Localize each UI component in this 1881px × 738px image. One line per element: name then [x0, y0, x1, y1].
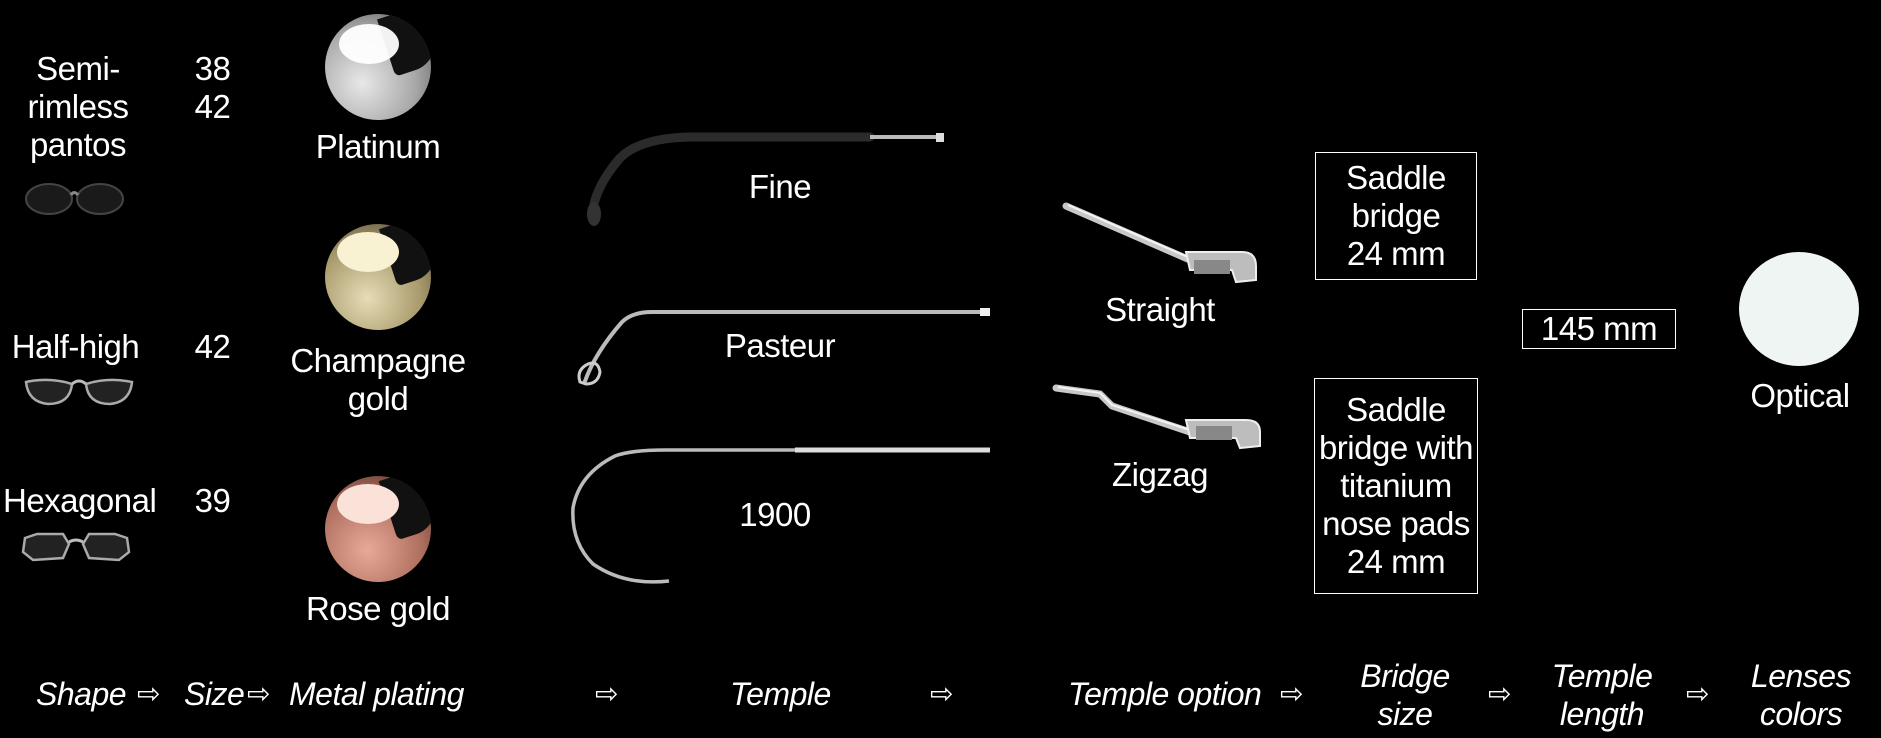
temple-label-pasteur: Pasteur	[724, 327, 836, 364]
shape-label-hexagonal: Hexagonal	[3, 482, 157, 519]
rose-gold-swatch	[325, 476, 431, 582]
plating-label-champagne-gold: Champagne gold	[290, 342, 466, 417]
plating-label-rose-gold: Rose gold	[305, 590, 451, 627]
size-values-pantos: 38 42	[194, 50, 231, 125]
step-bridge-size: Bridge size	[1360, 658, 1450, 732]
temple-label-fine: Fine	[748, 168, 812, 205]
shape-label-pantos: Semi- rimless pantos	[27, 50, 130, 163]
hexagonal-glasses-icon	[21, 532, 131, 562]
step-lenses-colors: Lenses colors	[1750, 658, 1852, 732]
arrow-icon: ⇨	[1280, 678, 1304, 709]
round-glasses-icon	[25, 183, 124, 215]
optical-lens-swatch	[1739, 252, 1859, 366]
arrow-icon: ⇨	[930, 678, 954, 709]
pasteur-temple-image	[577, 308, 990, 386]
bridge-box-saddle: Saddle bridge 24 mm	[1315, 152, 1477, 280]
arrow-icon: ⇨	[1686, 678, 1710, 709]
option-label-zigzag: Zigzag	[1111, 456, 1209, 493]
fine-temple-image	[587, 132, 944, 226]
arrow-icon: ⇨	[137, 678, 161, 709]
platinum-swatch	[325, 14, 431, 120]
half-high-glasses-icon	[24, 378, 134, 406]
step-temple-option: Temple option	[1068, 676, 1262, 712]
1900-temple-image	[571, 447, 990, 584]
straight-option-image	[1062, 202, 1257, 284]
lens-label-optical: Optical	[1750, 377, 1850, 414]
size-value-half-high: 42	[194, 328, 231, 365]
step-metal-plating: Metal plating	[289, 676, 464, 712]
step-shape: Shape	[36, 676, 127, 712]
temple-label-1900: 1900	[739, 496, 811, 533]
step-temple-length: Temple length	[1551, 658, 1653, 732]
arrow-icon: ⇨	[247, 678, 271, 709]
step-size: Size	[184, 676, 245, 712]
champagne-gold-swatch	[325, 224, 431, 330]
step-temple: Temple	[730, 676, 831, 712]
temple-length-box: 145 mm	[1522, 309, 1676, 349]
size-value-hexagonal: 39	[194, 482, 231, 519]
option-label-straight: Straight	[1105, 291, 1215, 328]
bridge-box-saddle-titanium: Saddle bridge with titanium nose pads 24…	[1314, 378, 1478, 594]
arrow-icon: ⇨	[595, 678, 619, 709]
plating-label-platinum: Platinum	[315, 128, 441, 165]
shape-label-half-high: Half-high	[11, 328, 140, 365]
arrow-icon: ⇨	[1488, 678, 1512, 709]
zigzag-option-image	[1052, 384, 1261, 450]
